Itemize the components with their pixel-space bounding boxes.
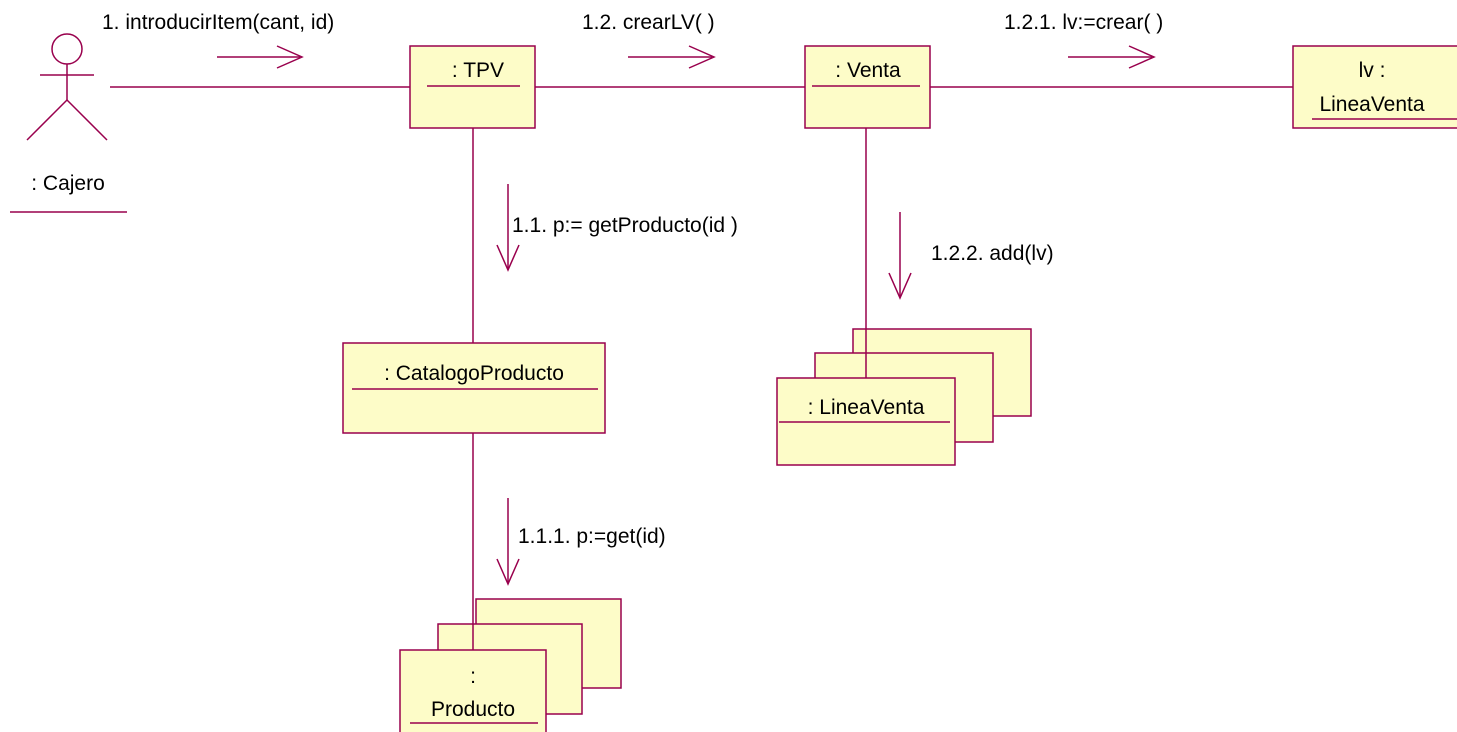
object-venta-label: : Venta bbox=[835, 59, 901, 82]
multiobject-lineaventa: : LineaVenta bbox=[776, 328, 1032, 466]
arrow-right-icon bbox=[628, 45, 716, 69]
actor-cajero: : Cajero bbox=[10, 33, 127, 213]
object-venta: : Venta bbox=[804, 45, 931, 129]
object-tpv: : TPV bbox=[409, 45, 536, 129]
message-1-1-1: 1.1.1. p:=get(id) bbox=[518, 525, 666, 548]
multiobject-producto-label-line1: : bbox=[470, 665, 476, 688]
message-1-2-2: 1.2.2. add(lv) bbox=[931, 242, 1054, 265]
multiobject-producto-label-line2: Producto bbox=[431, 698, 515, 721]
message-1-2: 1.2. crearLV( ) bbox=[582, 11, 715, 34]
message-labels: 1. introducirItem(cant, id) 1.2. crearLV… bbox=[102, 11, 1163, 548]
object-lv-label-line1: lv : bbox=[1359, 59, 1386, 82]
arrow-down-icon bbox=[888, 212, 912, 300]
arrow-right-icon bbox=[1068, 45, 1156, 69]
stick-figure-icon bbox=[26, 33, 108, 141]
object-lv-lineaventa: lv : LineaVenta bbox=[1292, 45, 1457, 129]
object-catalogo-producto: : CatalogoProducto bbox=[342, 342, 606, 434]
arrow-down-icon bbox=[496, 498, 520, 586]
object-tpv-label: : TPV bbox=[452, 59, 504, 82]
actor-label: : Cajero bbox=[31, 172, 105, 195]
multiobject-producto: : Producto bbox=[399, 598, 622, 732]
message-arrows bbox=[217, 45, 1156, 586]
object-catalogo-label: : CatalogoProducto bbox=[384, 362, 564, 385]
message-1: 1. introducirItem(cant, id) bbox=[102, 11, 334, 34]
multiobject-lineaventa-label: : LineaVenta bbox=[808, 396, 925, 419]
links bbox=[110, 86, 1293, 650]
arrow-down-icon bbox=[496, 184, 520, 272]
object-lv-label-line2: LineaVenta bbox=[1319, 93, 1424, 116]
message-1-1: 1.1. p:= getProducto(id ) bbox=[512, 214, 738, 237]
message-1-2-1: 1.2.1. lv:=crear( ) bbox=[1004, 11, 1163, 34]
arrow-right-icon bbox=[217, 45, 304, 69]
